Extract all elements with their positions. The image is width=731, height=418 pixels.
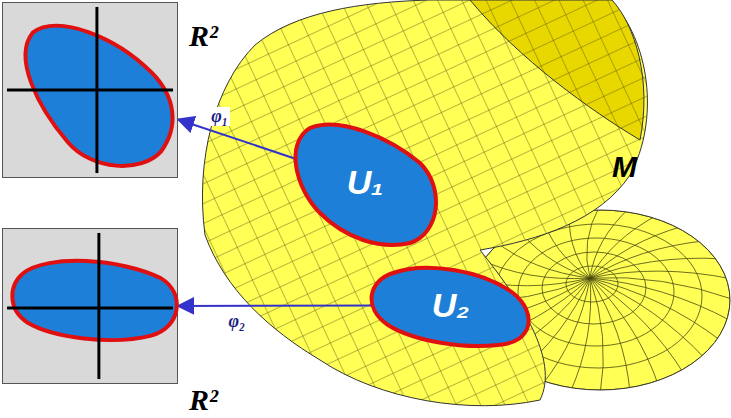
disc-spoke bbox=[590, 278, 603, 395]
body-mesh bbox=[202, 0, 647, 406]
cone-mesh bbox=[470, 0, 644, 140]
manifold-name: M bbox=[612, 152, 637, 182]
plane-drawing bbox=[3, 229, 177, 383]
axis-line bbox=[7, 89, 173, 92]
chart-map-arrow bbox=[178, 305, 389, 307]
disc-ring bbox=[518, 238, 674, 346]
plane-panel: R² bbox=[2, 2, 178, 178]
disc-spoke bbox=[590, 278, 630, 393]
axis-line bbox=[7, 306, 173, 309]
manifold-body bbox=[202, 0, 647, 406]
disc-spoke bbox=[541, 278, 590, 386]
chart-patch: U₂ bbox=[368, 263, 533, 348]
patch-label: U₂ bbox=[368, 263, 533, 348]
axis-line bbox=[97, 233, 100, 379]
disc-spoke bbox=[590, 278, 731, 321]
disc-spoke bbox=[570, 278, 591, 393]
disc-ring bbox=[542, 252, 646, 324]
disc-spoke bbox=[590, 258, 722, 278]
disc-spoke bbox=[587, 205, 600, 278]
chart-map-arrow bbox=[178, 119, 309, 163]
map-label: φ₂ bbox=[227, 312, 248, 332]
patch-label: U₁ bbox=[290, 118, 440, 246]
disc-ring bbox=[566, 266, 618, 302]
space-label: R² bbox=[189, 385, 218, 415]
plane-drawing bbox=[3, 3, 177, 177]
cone-opening bbox=[470, 0, 644, 140]
region-blob bbox=[12, 261, 177, 340]
space-label: R² bbox=[189, 21, 218, 51]
region-blob bbox=[26, 26, 173, 166]
chart-patch: U₁ bbox=[290, 118, 440, 246]
plane-panel: R² bbox=[2, 228, 178, 384]
map-label: φ₁ bbox=[209, 107, 230, 127]
